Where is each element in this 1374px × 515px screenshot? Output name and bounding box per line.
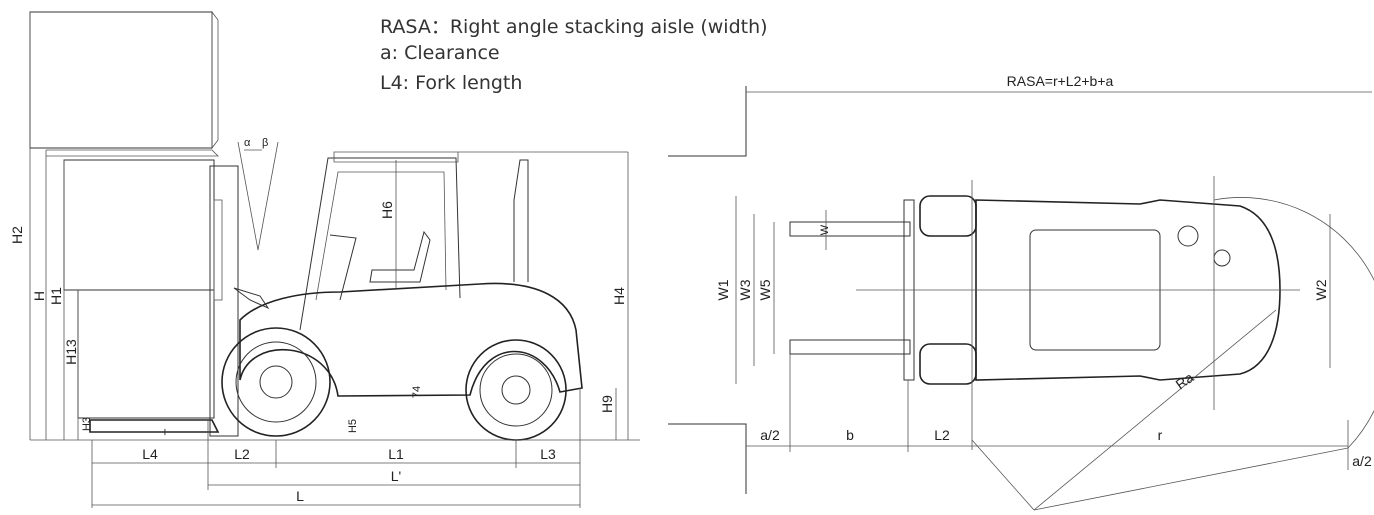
label-r: r bbox=[1158, 427, 1163, 443]
middle-load-box bbox=[63, 159, 215, 291]
seat bbox=[369, 230, 431, 283]
steering-column bbox=[329, 234, 357, 301]
label-H6: H6 bbox=[379, 201, 395, 219]
label-L4: L4 bbox=[142, 446, 158, 462]
mast-inner bbox=[213, 199, 223, 301]
aisle-wall-top bbox=[668, 86, 747, 157]
fork bbox=[89, 419, 220, 433]
top-front-wheel-right bbox=[919, 343, 977, 385]
label-L3: L3 bbox=[540, 446, 556, 462]
label-W3: W3 bbox=[737, 279, 753, 300]
legend-rasa: RASA：Right angle stacking aisle (width) bbox=[380, 16, 768, 38]
label-H4: H4 bbox=[611, 287, 627, 305]
aisle-wall-bottom bbox=[668, 423, 747, 494]
top-fork-upper bbox=[789, 221, 911, 237]
label-74: 74 bbox=[411, 386, 423, 398]
turning-arc bbox=[1213, 197, 1374, 449]
top-exhaust-cap bbox=[1177, 225, 1199, 247]
label-W5: W5 bbox=[757, 279, 773, 300]
label-rasa-formula: RASA=r+L2+b+a bbox=[1007, 73, 1114, 89]
label-L1: L1 bbox=[388, 446, 404, 462]
ra-line bbox=[1033, 309, 1277, 511]
rear-wheel-hub bbox=[501, 375, 531, 405]
top-fork-lower bbox=[789, 339, 911, 355]
label-L: L bbox=[296, 488, 304, 504]
label-H1: H1 bbox=[48, 287, 64, 305]
guard-inner bbox=[315, 171, 447, 301]
front-wheel-rim bbox=[235, 341, 317, 423]
fork-handle bbox=[233, 287, 270, 310]
rear-wheel bbox=[465, 339, 567, 441]
label-H9: H9 bbox=[599, 395, 615, 413]
r-base-line-2 bbox=[1033, 447, 1349, 511]
label-L2-top: L2 bbox=[934, 427, 950, 443]
carriage-top bbox=[46, 149, 219, 157]
mast bbox=[209, 165, 239, 437]
label-b: b bbox=[846, 427, 854, 443]
label-H13: H13 bbox=[63, 339, 79, 365]
legend-fork-length: L4: Fork length bbox=[380, 72, 523, 94]
top-counterweight-hole bbox=[1213, 249, 1231, 267]
label-W1: W1 bbox=[715, 279, 731, 300]
lower-load-box bbox=[77, 289, 215, 419]
guard-roof bbox=[333, 151, 459, 163]
top-front-wheel-left bbox=[919, 195, 977, 237]
label-H3: H3 bbox=[81, 417, 93, 431]
label-Ra: Ra bbox=[1173, 369, 1197, 392]
r-base-line bbox=[971, 439, 1035, 511]
label-L2: L2 bbox=[234, 446, 250, 462]
label-W: W bbox=[819, 224, 831, 235]
tilt-angle-lines bbox=[237, 141, 279, 251]
top-view: RASA=r+L2+b+a W1 W3 W5 W W2 Ra bbox=[668, 73, 1374, 511]
side-view: H2 H H1 H13 H3 T α β H6 H4 H9 H5 74 L4 L… bbox=[9, 10, 640, 508]
upper-load-box-side bbox=[211, 10, 219, 150]
label-H2: H2 bbox=[9, 226, 25, 244]
label-a-half-right: a/2 bbox=[1352, 453, 1372, 469]
front-wheel-hub bbox=[259, 365, 293, 399]
label-beta: β bbox=[262, 137, 268, 149]
label-a-half-left: a/2 bbox=[760, 427, 780, 443]
rear-wheel-rim bbox=[479, 353, 553, 427]
front-wheel bbox=[221, 327, 331, 437]
exhaust-pipe bbox=[513, 159, 529, 282]
label-T: T bbox=[163, 428, 175, 435]
label-W2: W2 bbox=[1313, 279, 1329, 300]
label-Lprime: L' bbox=[391, 468, 401, 484]
label-H5: H5 bbox=[347, 419, 359, 433]
legend-clearance: a: Clearance bbox=[380, 42, 500, 64]
label-H: H bbox=[31, 291, 47, 301]
label-alpha: α bbox=[244, 137, 251, 149]
upper-load-box bbox=[29, 11, 213, 149]
overhead-guard bbox=[299, 157, 461, 331]
